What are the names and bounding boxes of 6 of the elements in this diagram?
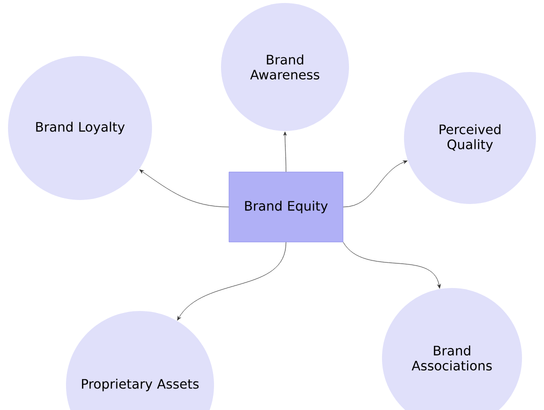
arrow xyxy=(177,242,286,320)
arrow xyxy=(342,160,408,208)
arrow xyxy=(139,170,230,208)
arrow xyxy=(342,242,441,288)
arrow xyxy=(283,132,287,172)
center-box: Brand Equity xyxy=(228,172,344,242)
